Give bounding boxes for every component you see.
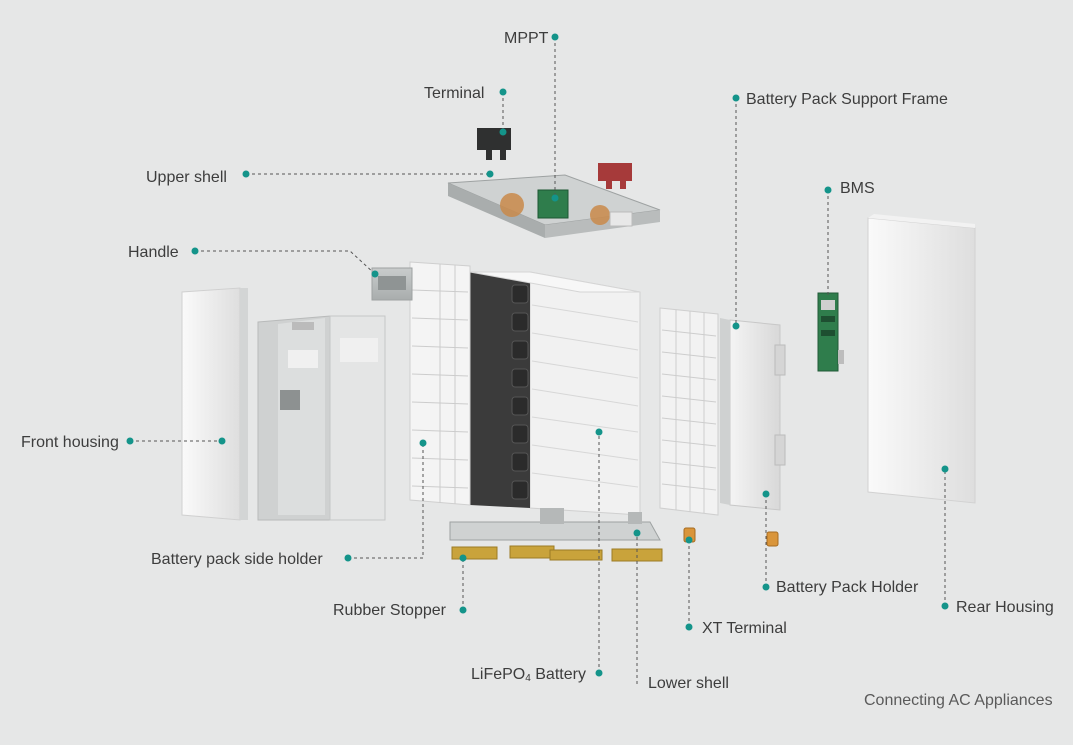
upper-shell-dot xyxy=(242,170,250,178)
handle-end-dot xyxy=(371,270,379,278)
lifepo4-battery-part xyxy=(469,271,641,516)
label-handle: Handle xyxy=(128,244,179,261)
label-xt-terminal: XT Terminal xyxy=(702,620,787,637)
label-terminal: Terminal xyxy=(424,85,485,102)
leader-dots xyxy=(126,33,949,677)
front-housing-part xyxy=(181,287,386,521)
front-housing-end-dot xyxy=(218,437,226,445)
support-frame-end-dot xyxy=(732,322,740,330)
lifepo4-suffix: Battery xyxy=(530,666,586,683)
lifepo4-prefix: LiFePO xyxy=(471,666,526,683)
upper-shell-end-dot xyxy=(486,170,494,178)
terminal-dot xyxy=(499,88,507,96)
battery-pack-side-holder-part xyxy=(409,261,471,506)
terminal-end-dot xyxy=(499,128,507,136)
label-rear-housing: Rear Housing xyxy=(956,599,1054,616)
rear-housing-dot xyxy=(941,602,949,610)
label-rubber-stopper: Rubber Stopper xyxy=(333,602,446,619)
caption: Connecting AC Appliances xyxy=(864,692,1053,709)
upper-shell-part xyxy=(447,174,661,238)
red-terminal-part xyxy=(598,163,632,189)
rubber-stopper-dot xyxy=(459,606,467,614)
side-holder-end-dot xyxy=(419,439,427,447)
lower-shell-part xyxy=(449,508,661,541)
label-lower-shell: Lower shell xyxy=(648,675,729,692)
label-lifepo4-battery: LiFePO4 Battery xyxy=(471,666,586,686)
leader-lines xyxy=(130,37,946,684)
label-battery-pack-support-frame: Battery Pack Support Frame xyxy=(746,91,948,108)
xt-terminal-dot xyxy=(685,623,693,631)
label-battery-pack-side-holder: Battery pack side holder xyxy=(151,551,323,568)
battery-pack-support-frame-part xyxy=(659,307,719,516)
xt-terminal-part xyxy=(683,527,779,547)
lower-shell-end-dot xyxy=(633,529,641,537)
handle-dot xyxy=(191,247,199,255)
battery-pack-holder-end-dot xyxy=(762,490,770,498)
front-housing-dot xyxy=(126,437,134,445)
rear-housing-end-dot xyxy=(941,465,949,473)
rear-housing-part xyxy=(867,214,976,504)
bms-part xyxy=(817,292,844,372)
rubber-stopper-part xyxy=(451,545,663,562)
xt-terminal-end-dot xyxy=(685,536,693,544)
label-mppt: MPPT xyxy=(504,30,549,47)
battery-pack-holder-dot xyxy=(762,583,770,591)
battery-pack-holder-part xyxy=(720,318,786,511)
label-upper-shell: Upper shell xyxy=(146,169,227,186)
lifepo4-dot xyxy=(595,669,603,677)
mppt-end-dot xyxy=(551,194,559,202)
rubber-stopper-end-dot xyxy=(459,554,467,562)
support-frame-dot xyxy=(732,94,740,102)
label-bms: BMS xyxy=(840,180,875,197)
label-front-housing: Front housing xyxy=(21,434,119,451)
bms-dot xyxy=(824,186,832,194)
handle-part xyxy=(371,267,413,301)
side-holder-dot xyxy=(344,554,352,562)
lifepo4-subscript: 4 xyxy=(525,673,531,684)
label-battery-pack-holder: Battery Pack Holder xyxy=(776,579,919,596)
lifepo4-end-dot xyxy=(595,428,603,436)
mppt-dot xyxy=(551,33,559,41)
